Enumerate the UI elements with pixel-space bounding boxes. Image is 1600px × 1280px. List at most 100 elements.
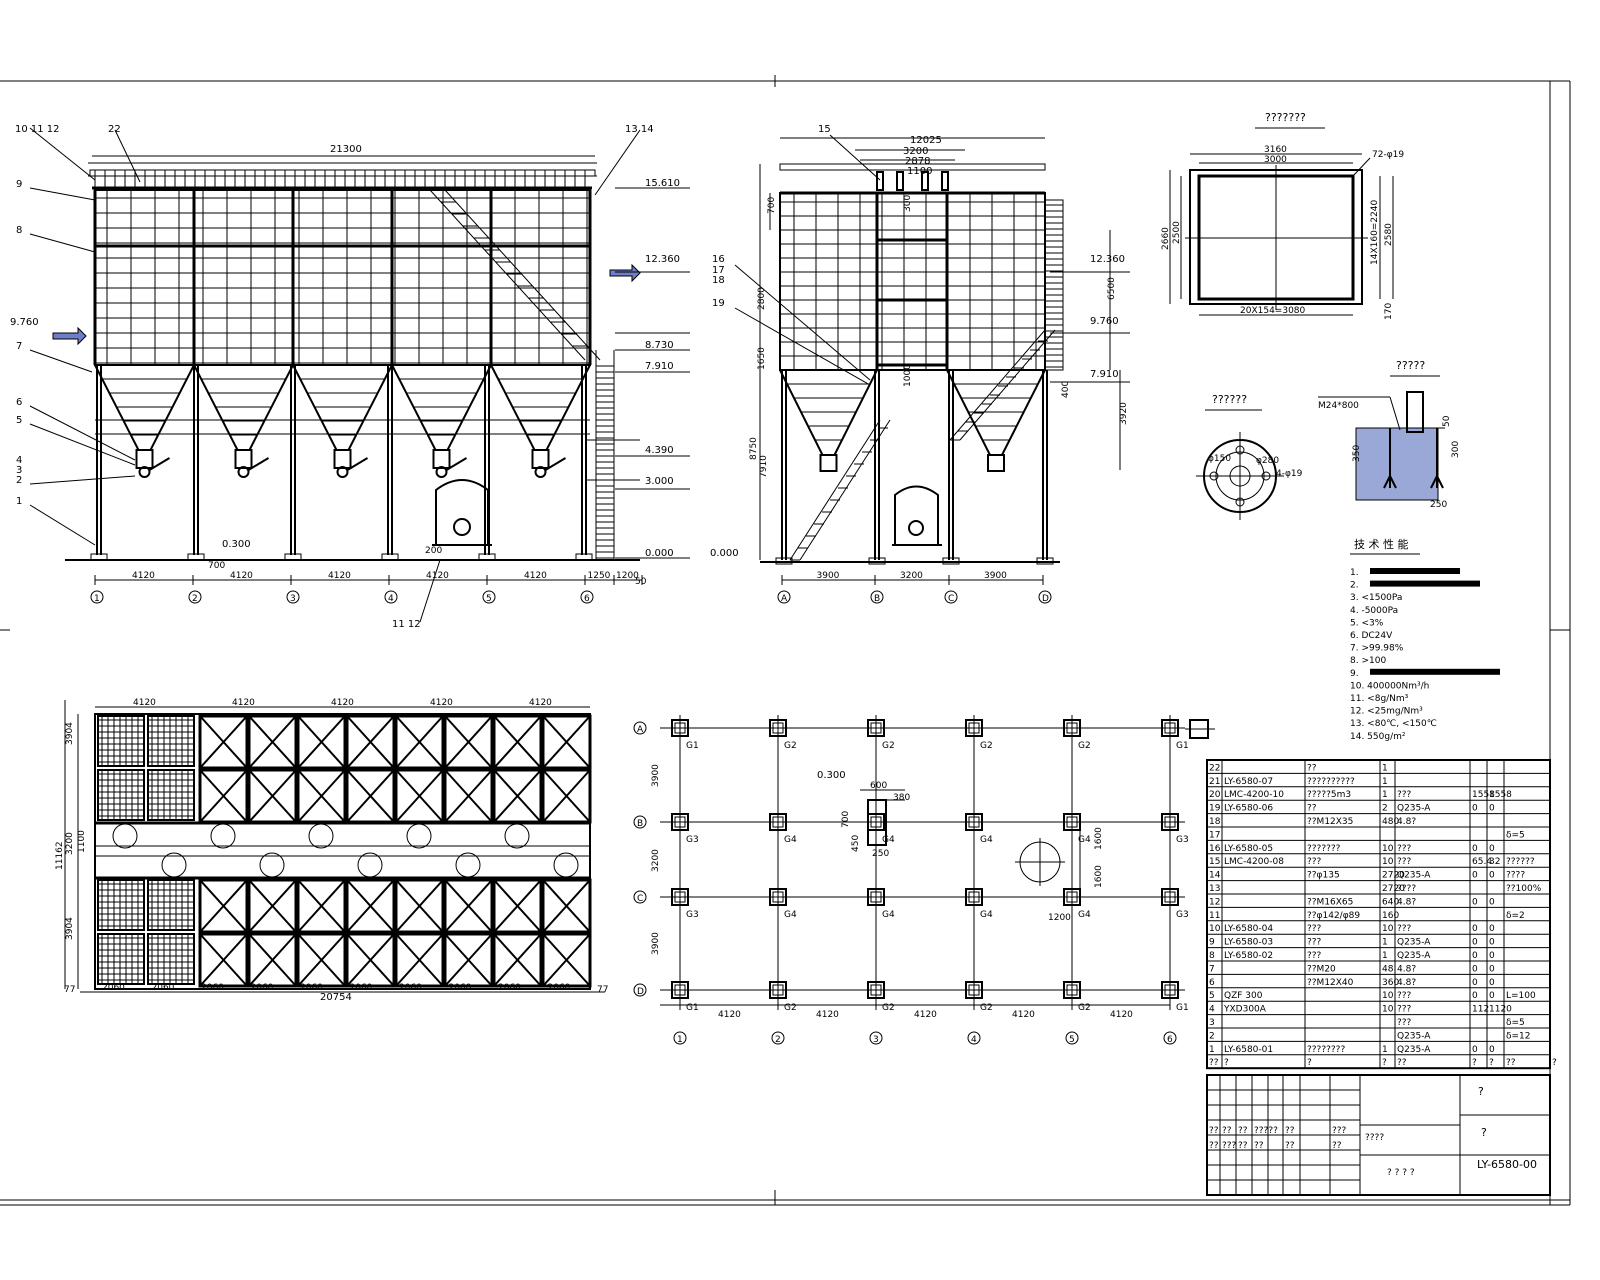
elev-12360: 12.360 xyxy=(645,254,680,265)
axis-bubble xyxy=(633,890,647,904)
frame-dim-14x160: 14X160=2240 xyxy=(1370,199,1380,265)
callout-10-11-12: 10 11 12 xyxy=(15,124,60,135)
parts-cell-code: LY-6580-03 xyxy=(1224,938,1273,948)
column-tag: G2 xyxy=(1078,741,1091,751)
tech-note-item: 13. <80℃, <150℃ xyxy=(1350,719,1437,729)
axis-label: B xyxy=(874,594,880,604)
column-tag: G1 xyxy=(686,741,699,751)
parts-cell-qty: 10 xyxy=(1382,857,1394,867)
axis-label: 2 xyxy=(775,1035,781,1045)
axis-bubble xyxy=(482,590,496,604)
parts-header-cell: ?? xyxy=(1397,1058,1407,1068)
axis-bubble xyxy=(967,1031,981,1045)
parts-header-cell: ?? xyxy=(1506,1058,1516,1068)
parts-cell-no: 19 xyxy=(1209,804,1221,814)
axis-label: 5 xyxy=(1069,1035,1075,1045)
callout-3: 3 xyxy=(16,465,22,476)
frame-dim-20x154: 20X154=3080 xyxy=(1240,306,1306,316)
tech-note-item: 2. xyxy=(1350,581,1359,591)
column-tag: G4 xyxy=(1078,910,1091,920)
axis-label: 3 xyxy=(290,594,296,604)
title-sign-cell: ????? xyxy=(1254,1126,1278,1136)
se-callout-17: 17 xyxy=(712,265,725,276)
plan-bottom-dim: 2060 xyxy=(152,983,175,993)
axis-bubble xyxy=(384,590,398,604)
parts-cell-no: 15 xyxy=(1209,857,1220,867)
fp-row-dim: 3900 xyxy=(651,932,661,955)
parts-cell-name: ??????? xyxy=(1307,844,1341,854)
se-left-8750: 8750 xyxy=(749,437,759,460)
bolt-foundation-block xyxy=(1355,427,1439,501)
column-tag: G3 xyxy=(1176,910,1189,920)
fe-small-700: 700 xyxy=(208,561,225,571)
parts-cell-mat: Q235-A xyxy=(1397,871,1431,881)
flange-dim-280: φ280 xyxy=(1256,456,1279,466)
column-tag: G1 xyxy=(686,1003,699,1013)
parts-cell-no: 7 xyxy=(1209,964,1215,974)
parts-cell-no: 16 xyxy=(1209,844,1221,854)
title-block-title2: ? xyxy=(1481,1126,1487,1139)
column-tag: G4 xyxy=(784,835,797,845)
plan-bottom-dim: 2060 xyxy=(498,983,521,993)
fp-dim-1600a: 1600 xyxy=(1094,827,1104,850)
column-tag: G2 xyxy=(1078,1003,1091,1013)
parts-cell-w2: 0 xyxy=(1489,938,1495,948)
parts-cell-no: 3 xyxy=(1209,1018,1215,1028)
axis-bubble xyxy=(869,1031,883,1045)
se-small-300: 300 xyxy=(903,195,913,212)
column-tag: G4 xyxy=(980,835,993,845)
tech-note-item: 11. <8g/Nm³ xyxy=(1350,694,1409,704)
column-tag: G2 xyxy=(980,1003,993,1013)
detail-frame: ??????? 3160 3000 72-φ19 2660 2500 14X16… xyxy=(1161,111,1404,320)
bolt-dim-300: 300 xyxy=(1451,441,1461,458)
title-sign-cell: ?? xyxy=(1285,1141,1295,1151)
se-callout-16: 16 xyxy=(712,254,725,265)
parts-header-cell: ? xyxy=(1382,1058,1387,1068)
tech-note-item: 5. <3% xyxy=(1350,618,1384,628)
column-tag: G2 xyxy=(882,1003,895,1013)
pv-side-11162: 11162 xyxy=(55,841,65,870)
parts-cell-w1: 0 xyxy=(1472,897,1478,907)
parts-cell-w1: 0 xyxy=(1472,951,1478,961)
tech-note-item: 8. >100 xyxy=(1350,656,1386,666)
parts-cell-w1: 0 xyxy=(1472,964,1478,974)
parts-cell-w1: 0 xyxy=(1472,844,1478,854)
parts-row: 22??1 xyxy=(1209,763,1388,773)
column-tag: G4 xyxy=(882,835,895,845)
fp-bay-dim: 4120 xyxy=(816,1010,839,1020)
column-tag: G2 xyxy=(784,1003,797,1013)
parts-cell-w1: 0 xyxy=(1472,978,1478,988)
parts-cell-mat: ???? xyxy=(1397,884,1416,894)
column-tag: G4 xyxy=(784,910,797,920)
drawing-frame xyxy=(0,75,1571,1206)
column-tag: G4 xyxy=(980,910,993,920)
plan-bottom-dim: 2060 xyxy=(350,983,373,993)
parts-cell-no: 18 xyxy=(1209,817,1221,827)
parts-cell-w1: 0 xyxy=(1472,924,1478,934)
column-tag: G4 xyxy=(882,910,895,920)
parts-cell-name: ??M20 xyxy=(1307,964,1336,974)
parts-cell-mat: Q235-A xyxy=(1397,938,1431,948)
parts-cell-name: ??φ135 xyxy=(1307,871,1340,881)
parts-cell-qty: 48 xyxy=(1382,964,1394,974)
parts-header-cell: ? xyxy=(1307,1058,1312,1068)
axis-label: C xyxy=(948,594,954,604)
se-left-700: 700 xyxy=(767,197,777,214)
parts-cell-mat: Q235-A xyxy=(1397,1045,1431,1055)
note-text-block xyxy=(1370,580,1480,587)
plan-bottom-dim: 2060 xyxy=(102,983,125,993)
se-top-dim-2878: 2878 xyxy=(905,156,930,167)
parts-cell-name: ??? xyxy=(1307,938,1322,948)
axis-label: 4 xyxy=(388,594,394,604)
parts-cell-qty: 160 xyxy=(1382,911,1399,921)
parts-cell-qty: 480 xyxy=(1382,817,1399,827)
fp-bay-dim: 4120 xyxy=(1012,1010,1035,1020)
tech-note-item: 4. -5000Pa xyxy=(1350,606,1398,616)
parts-cell-mat: 4.8? xyxy=(1397,978,1416,988)
parts-cell-code: LMC-4200-08 xyxy=(1224,857,1284,867)
